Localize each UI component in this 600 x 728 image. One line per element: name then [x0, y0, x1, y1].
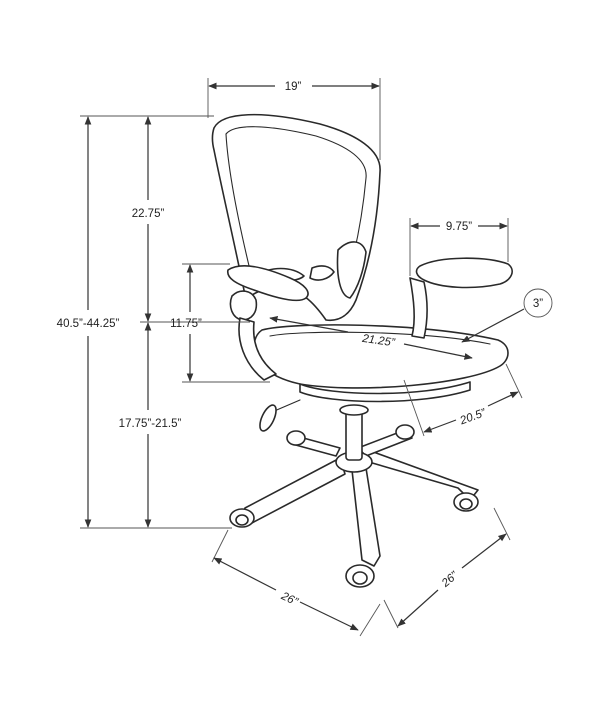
- dim-seat-height: 17.75”-21.5”: [119, 322, 182, 528]
- dim-base-depth: 26”: [383, 507, 511, 629]
- left-armrest: [227, 265, 309, 381]
- label-overall-height: 40.5”-44.25”: [57, 318, 120, 330]
- label-arm-pad-height: 3”: [533, 298, 543, 310]
- tilt-lever: [259, 399, 301, 432]
- gas-cylinder: [339, 404, 369, 461]
- right-armrest: [409, 257, 513, 339]
- label-arm-height: 11.75”: [170, 318, 202, 330]
- dim-seat-width: 21.25”: [269, 316, 473, 360]
- chair-base: [229, 424, 479, 588]
- label-armrest-width: 9.75”: [446, 221, 472, 233]
- label-base-width: 26”: [278, 590, 300, 609]
- label-seat-height: 17.75”-21.5”: [119, 418, 182, 430]
- label-seat-width: 21.25”: [360, 333, 396, 350]
- dim-backrest-height: 22.75”: [132, 116, 250, 323]
- label-overall-width: 19”: [285, 81, 302, 93]
- dim-armrest-width: 9.75”: [409, 218, 509, 276]
- dim-overall-height: 40.5”-44.25”: [57, 115, 232, 529]
- dim-arm-pad-height: 3”: [461, 288, 553, 343]
- label-base-depth: 26”: [439, 569, 461, 590]
- label-backrest-height: 22.75”: [132, 208, 165, 220]
- dim-overall-width: 19”: [207, 78, 381, 160]
- office-chair-illustration: [211, 113, 513, 588]
- label-seat-depth: 20.5”: [458, 407, 489, 428]
- dim-arm-height: 11.75”: [170, 263, 270, 383]
